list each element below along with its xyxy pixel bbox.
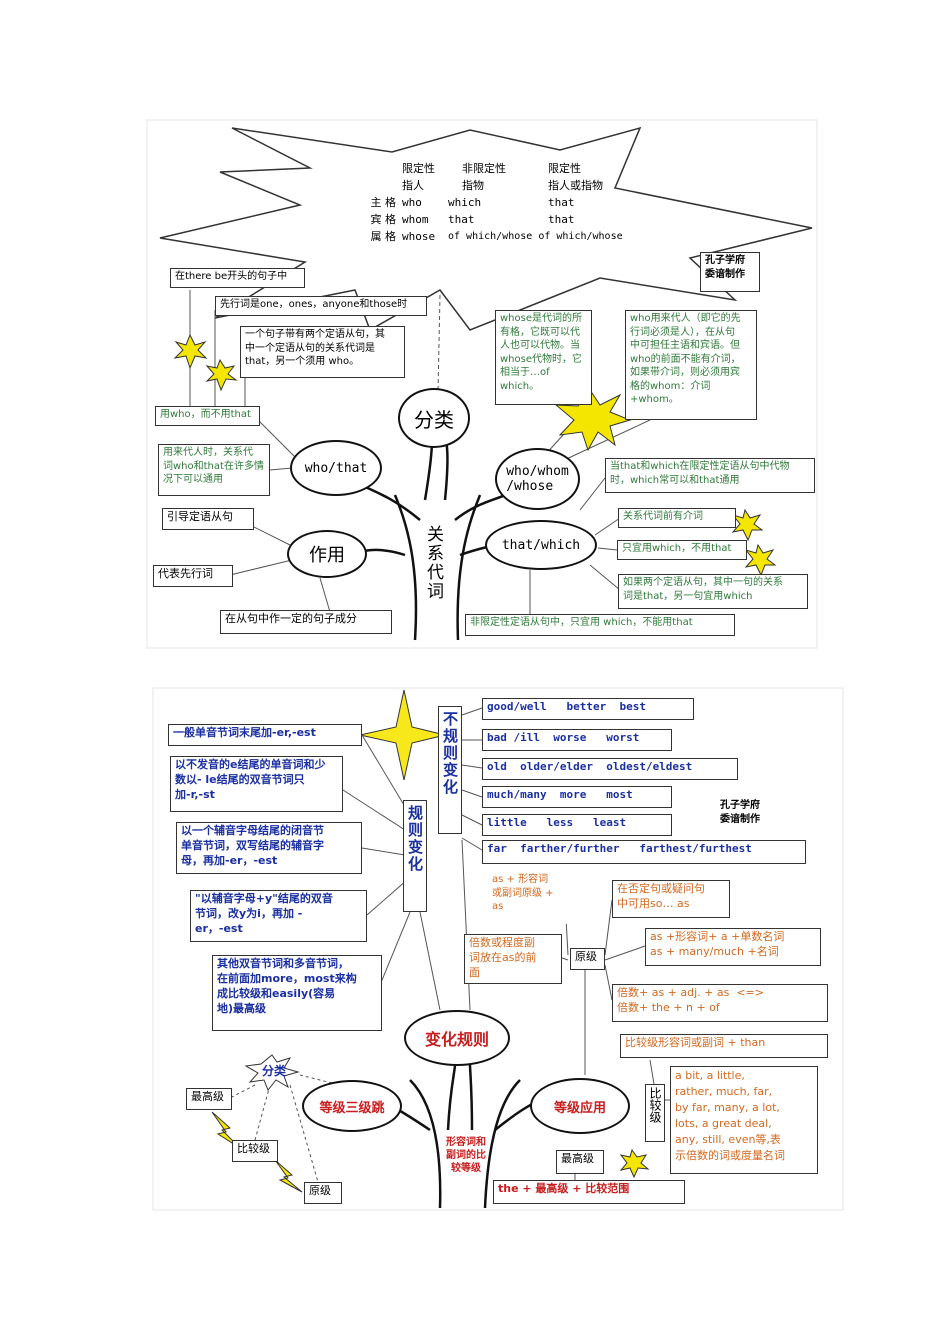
node-application-label: 等级应用 [553,1100,606,1116]
node-who-that: who/that [290,440,382,496]
cell: that [548,213,575,226]
note-antecedent: 先行词是one，ones，anyone和those时 [215,296,427,316]
trunk-label-relative-pronoun: 关系代词 [423,525,443,601]
table-row: 属 格 whose of which/whose of which/whose [340,228,670,245]
cell: that [448,213,475,226]
cell: that [548,196,575,209]
comparative-label: 比较级 [648,1087,662,1123]
comparative-label-box: 比较级 [645,1084,665,1142]
bottom-panel-frame [152,687,844,1211]
superlative-label: 最高级 [556,1150,604,1174]
node-classification-label: 分类 [414,407,454,432]
node-that-which-label: that/which [501,537,581,553]
cell: which [448,196,482,209]
table-row: 主 格 who which that [340,194,670,211]
note-two-clauses-which: 如果两个定语从句，其中一句的关系 词是that，另一句宜用which [618,574,808,609]
watermark-bottom: 孔子学府 委谙制作 [716,798,778,830]
sh-thing: 指物 [462,179,484,192]
note-whose: whose是代词的所 有格，它既可以代 人也可以代物。当 whose代物时，它 … [495,310,592,405]
case-label: 宾 格 [370,213,397,226]
sh-person: 指人 [402,179,424,192]
node-who-that-label: who/that [304,460,368,476]
irregular-row: much/many more most [482,786,672,808]
regular-rule-4: "以辅音字母+y"结尾的双音 节词，改y为i，再加 - er，-est [190,890,367,942]
regular-label-box: 规则变化 [403,800,427,912]
regular-rule-1: 一般单音节词末尾加-er,-est [168,724,362,746]
cell: whose [402,230,436,243]
case-label: 属 格 [370,230,397,243]
degree-superlative: 最高级 [186,1088,232,1110]
star-table: 限定性 非限定性 限定性 指人 指物 指人或指物 主 格 who which t… [340,160,670,245]
th-non-restrictive: 非限定性 [462,162,506,175]
node-classification: 分类 [398,388,470,448]
positive-as-a: as +形容词+ a +单数名词 as + many/much +名词 [645,928,821,966]
irregular-label: 不规则变化 [441,711,459,796]
note-there-be: 在there be开头的句子中 [170,268,305,288]
note-who-person: who用来代人（即它的先 行词必须是人），在从句 中可担任主语和宾语。但 who… [625,310,757,420]
note-only-which: 只宜用which，不用that [617,540,747,560]
node-change-rules-label: 变化规则 [424,1030,489,1049]
note-that-which-common: 当that和which在限定性定语从句中代物 时，which常可以和that通用 [605,458,815,493]
irregular-row: far farther/further farthest/furthest [482,840,806,864]
comparative-than: 比较级形容词或副词 + than [620,1034,828,1058]
th-restrictive-2: 限定性 [548,162,581,175]
th-restrictive: 限定性 [402,162,435,175]
node-change-rules: 变化规则 [404,1010,510,1066]
regular-label: 规则变化 [406,805,424,873]
trunk-label-comparison: 形容词和副词的比较等级 [446,1137,486,1174]
function-replace: 代表先行词 [153,565,233,587]
cell: whom [402,213,429,226]
function-introduce: 引导定语从句 [162,508,254,530]
irregular-row: little less least [482,814,672,836]
watermark-top: 孔子学府 委谙制作 [700,252,760,292]
node-who-whom-label: who/whom /whose [506,464,569,494]
irregular-label-box: 不规则变化 [438,706,462,834]
node-that-which: that/which [485,520,597,570]
node-category-label: 分类 [262,1064,287,1078]
irregular-row: bad /ill worse worst [482,729,672,751]
irregular-row: good/well better best [482,698,694,720]
note-non-restrictive: 非限定性定语从句中，只宜用 which，不能用that [465,614,735,636]
node-three-degrees-label: 等级三级跳 [319,1100,385,1116]
cell: of which/whose [448,231,533,242]
sh-both: 指人或指物 [548,179,603,192]
node-function: 作用 [287,530,367,578]
comparative-modifiers: a bit, a little, rather, much, far, by f… [670,1066,818,1174]
case-label: 主 格 [370,196,397,209]
table-row: 宾 格 whom that that [340,211,670,228]
irregular-row: old older/elder oldest/eldest [482,758,738,780]
node-application: 等级应用 [530,1078,630,1134]
note-two-clauses: 一个句子带有两个定语从句，其 中一个定语从句的关系代词是 that，另一个须用 … [240,326,405,378]
note-person: 用来代人时，关系代 词who和that在许多情 况下可以通用 [158,444,270,496]
positive-multiple: 倍数或程度副 词放在as的前 面 [464,934,562,984]
node-function-label: 作用 [309,545,345,566]
note-use-who: 用who，而不用that [155,406,260,426]
positive-times: 倍数+ as + adj. + as <=> 倍数+ the + n + of [612,984,828,1022]
function-role: 在从句中作一定的句子成分 [220,610,392,634]
superlative-the: the + 最高级 + 比较范围 [493,1180,685,1204]
regular-rule-2: 以不发音的e结尾的单音词和少 数以- le结尾的双音节词只 加-r,-st [170,756,343,812]
node-category-small: 分类 [262,1062,286,1079]
four-point-star [359,689,446,781]
degree-comparative: 比较级 [232,1140,278,1162]
positive-negative: 在否定句或疑问句 中可用so… as [612,880,730,918]
positive-label: 原级 [570,948,605,970]
cell: of which/whose [538,231,623,242]
regular-rule-3: 以一个辅音字母结尾的闭音节 单音节词，双写结尾的辅音字 母，再加-er，-est [176,822,362,874]
node-three-degrees: 等级三级跳 [302,1080,402,1132]
positive-as-adj: as + 形容词 或副词原级 + as [488,872,582,924]
node-who-whom: who/whom /whose [495,448,580,510]
cell: who [402,196,422,209]
cell-combined: of which/whose of which/whose [448,228,623,245]
note-prep: 关系代词前有介词 [618,508,736,528]
regular-rule-5: 其他双音节词和多音节词， 在前面加more，most来构 成比较级和easily… [212,955,382,1031]
top-panel-frame [146,119,818,649]
degree-positive: 原级 [304,1182,342,1204]
